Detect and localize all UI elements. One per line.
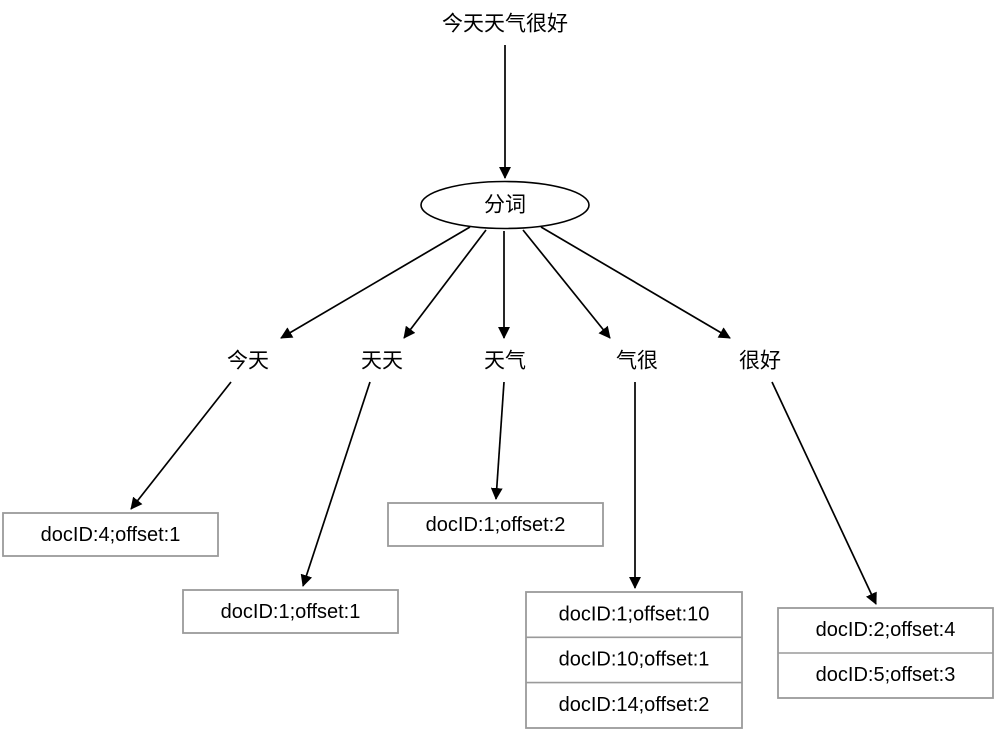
posting-list-3-box[interactable] [387, 502, 604, 547]
arrow-token-1-to-posting-1 [130, 381, 232, 510]
posting-entry-2-1: docID:1;offset:1 [221, 601, 361, 623]
arrow-segmenter-to-token-1 [280, 226, 471, 339]
arrow-segmenter-to-token-4 [522, 229, 611, 339]
diagram-title-label: 今天天气很好 [442, 13, 568, 36]
posting-entry-4-2: docID:10;offset:1 [559, 649, 710, 671]
posting-list-1[interactable]: docID:4;offset:1 [2, 512, 219, 557]
posting-entry-5-1: docID:2;offset:4 [816, 619, 956, 641]
posting-list-2-box[interactable] [182, 589, 399, 634]
token-label-4: 气很 [616, 350, 658, 373]
posting-entry-5-2: docID:5;offset:3 [816, 664, 956, 686]
segmenter-ellipse[interactable] [420, 180, 590, 230]
posting-list-1-box[interactable] [2, 512, 219, 557]
posting-entry-4-3: docID:14;offset:2 [559, 694, 710, 716]
edge-group-tokens-to-postings [130, 381, 877, 605]
token-row: 今天 天天 天气 气很 很好 [227, 350, 781, 373]
segmenter-node-label: 分词 [484, 194, 526, 217]
posting-entry-3-1: docID:1;offset:2 [426, 514, 566, 536]
arrow-segmenter-to-token-5 [540, 226, 731, 339]
arrow-token-3-to-posting-3 [490, 381, 505, 500]
posting-list-5[interactable]: docID:2;offset:4 docID:5;offset:3 [777, 607, 994, 699]
arrow-segmenter-to-token-2 [403, 229, 487, 339]
token-label-5: 很好 [739, 350, 781, 373]
arrow-token-2-to-posting-2 [300, 381, 371, 587]
posting-list-4-box[interactable] [525, 591, 743, 729]
posting-entry-4-1: docID:1;offset:10 [559, 603, 710, 625]
posting-entry-1-1: docID:4;offset:1 [41, 524, 181, 546]
posting-list-3[interactable]: docID:1;offset:2 [387, 502, 604, 547]
token-label-2: 天天 [361, 350, 403, 373]
diagram-title: 今天天气很好 [442, 13, 568, 36]
posting-list-4[interactable]: docID:1;offset:10 docID:10;offset:1 docI… [525, 591, 743, 729]
posting-list-2[interactable]: docID:1;offset:1 [182, 589, 399, 634]
segmenter-node[interactable]: 分词 [420, 180, 590, 230]
token-label-3: 天气 [484, 350, 526, 373]
edge-group-segmenter-to-tokens [280, 226, 731, 339]
arrow-token-5-to-posting-5 [771, 381, 877, 605]
token-label-1: 今天 [227, 350, 269, 373]
